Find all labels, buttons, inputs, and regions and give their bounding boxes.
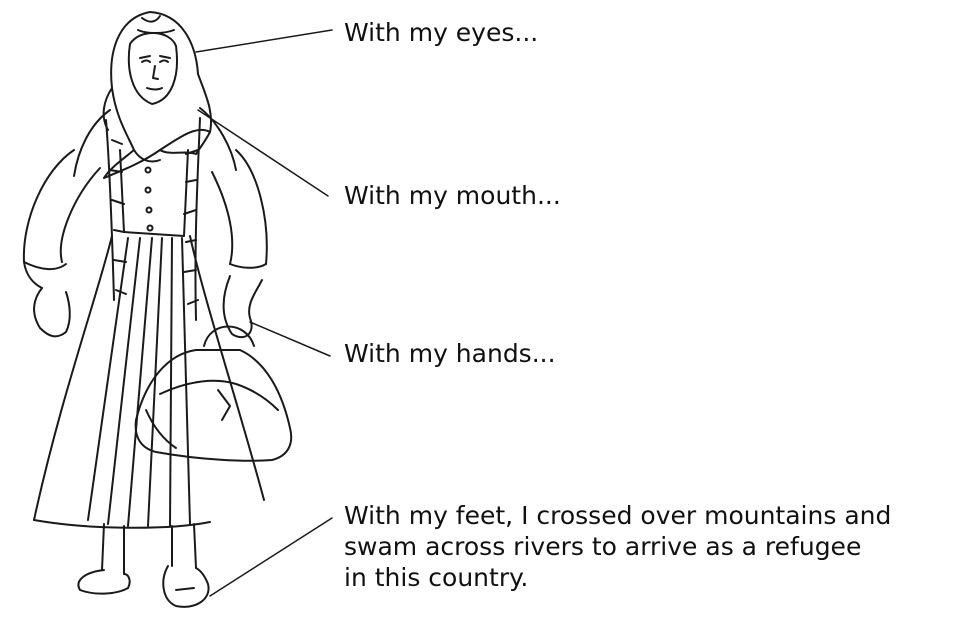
leader-line-feet xyxy=(210,518,332,596)
caption-feet-line-3: in this country. xyxy=(344,562,954,593)
legs-and-shoes xyxy=(78,524,208,607)
caption-mouth: With my mouth... xyxy=(344,180,561,211)
leader-line-hands xyxy=(250,322,330,356)
leader-line-eyes xyxy=(196,30,332,52)
face xyxy=(129,30,177,104)
caption-hands: With my hands... xyxy=(344,338,556,369)
caption-eyes: With my eyes... xyxy=(344,17,538,48)
caption-feet-line-1: With my feet, I crossed over mountains a… xyxy=(344,500,954,531)
travel-bag xyxy=(136,327,292,461)
caption-feet-line-2: swam across rivers to arrive as a refuge… xyxy=(344,531,954,562)
leader-lines xyxy=(196,30,332,596)
caption-feet: With my feet, I crossed over mountains a… xyxy=(344,500,954,593)
